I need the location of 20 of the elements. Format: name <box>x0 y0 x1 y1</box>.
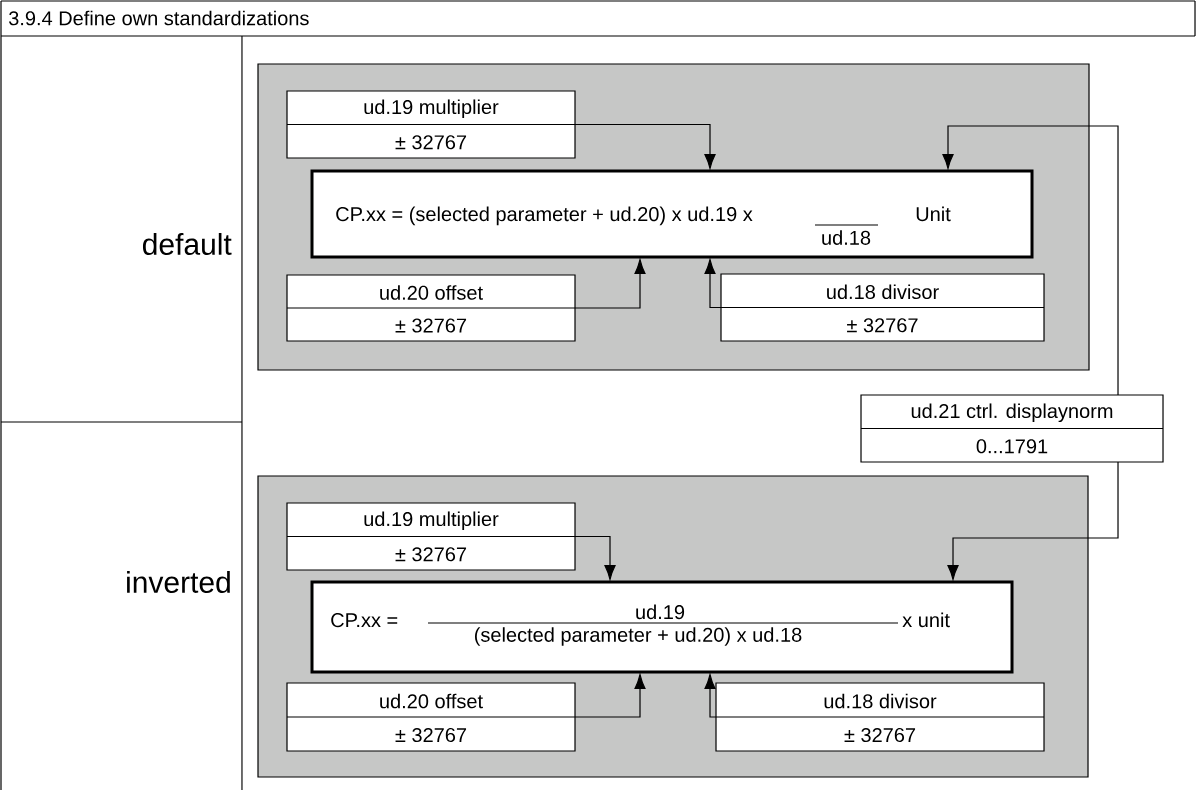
row-label: inverted <box>127 571 230 594</box>
parameter-box: ud.18 divisor ± 32767 <box>715 682 1045 752</box>
formula-box: CP.xx = ud.19 (selected parameter + ud.20) x ud.18 x unit <box>310 580 1014 674</box>
arrow <box>947 461 1119 580</box>
parameter-box: ud.19 multiplier ± 32767 <box>286 90 576 159</box>
arrow <box>574 674 646 718</box>
arrow <box>574 123 716 169</box>
parameter-box: ud.18 divisor ± 32767 <box>720 273 1045 342</box>
arrow <box>704 259 722 309</box>
parameter-box: ud.21 ctrl. displaynorm 0...1791 <box>860 394 1164 463</box>
formula-box: CP.xx = (selected parameter + ud.20) x ud.19 x ud.18 Unit <box>310 169 1034 259</box>
arrow <box>574 535 616 580</box>
arrow <box>574 259 646 309</box>
parameter-box: ud.19 multiplier ± 32767 <box>286 502 576 571</box>
parameter-box: ud.20 offset ± 32767 <box>286 682 576 752</box>
row-label: default <box>143 233 232 255</box>
arrow <box>704 674 717 718</box>
arrow <box>942 125 1119 396</box>
title: 3.9.4 Define own standardizations <box>8 10 309 26</box>
parameter-box: ud.20 offset ± 32767 <box>286 274 576 342</box>
